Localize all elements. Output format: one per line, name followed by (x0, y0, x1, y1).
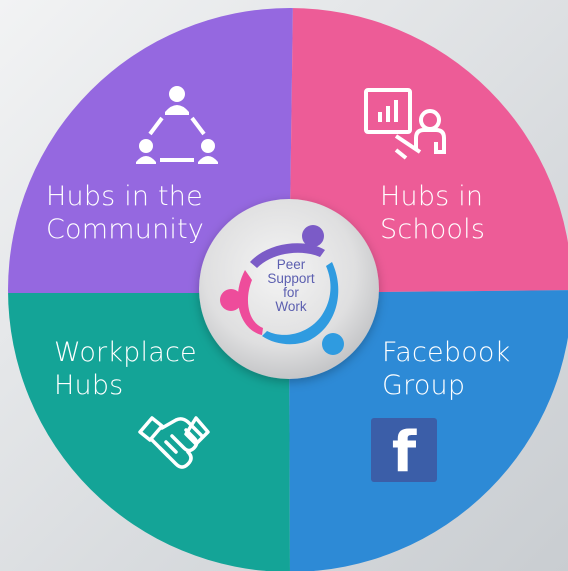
logo-text-work: Work (275, 299, 307, 314)
people-network-icon (136, 86, 218, 164)
handshake-icon (138, 416, 210, 469)
label-facebook-line2: Group (382, 370, 466, 401)
label-community-line1: Hubs in the (46, 181, 203, 212)
label-community: Hubs in the Community (46, 180, 204, 246)
label-workplace-line2: Hubs (54, 370, 124, 401)
label-community-line2: Community (46, 214, 205, 245)
logo-text-support: Support (267, 271, 315, 286)
label-workplace-line1: Workplace (54, 337, 197, 368)
label-schools: Hubs in Schools (380, 180, 485, 246)
label-schools-line1: Hubs in (380, 181, 484, 212)
label-schools-line2: Schools (380, 214, 486, 245)
logo-text: Peer Support for Work (244, 258, 338, 314)
label-facebook-line1: Facebook (382, 337, 511, 368)
logo-mark (220, 225, 344, 355)
teacher-board-icon (364, 88, 446, 160)
label-workplace: Workplace Hubs (54, 336, 197, 402)
logo-text-peer: Peer (276, 257, 306, 272)
logo-text-for: for (283, 285, 299, 300)
facebook-icon[interactable] (371, 418, 437, 482)
label-facebook: Facebook Group (382, 336, 510, 402)
facebook-glyph: f (391, 420, 417, 485)
